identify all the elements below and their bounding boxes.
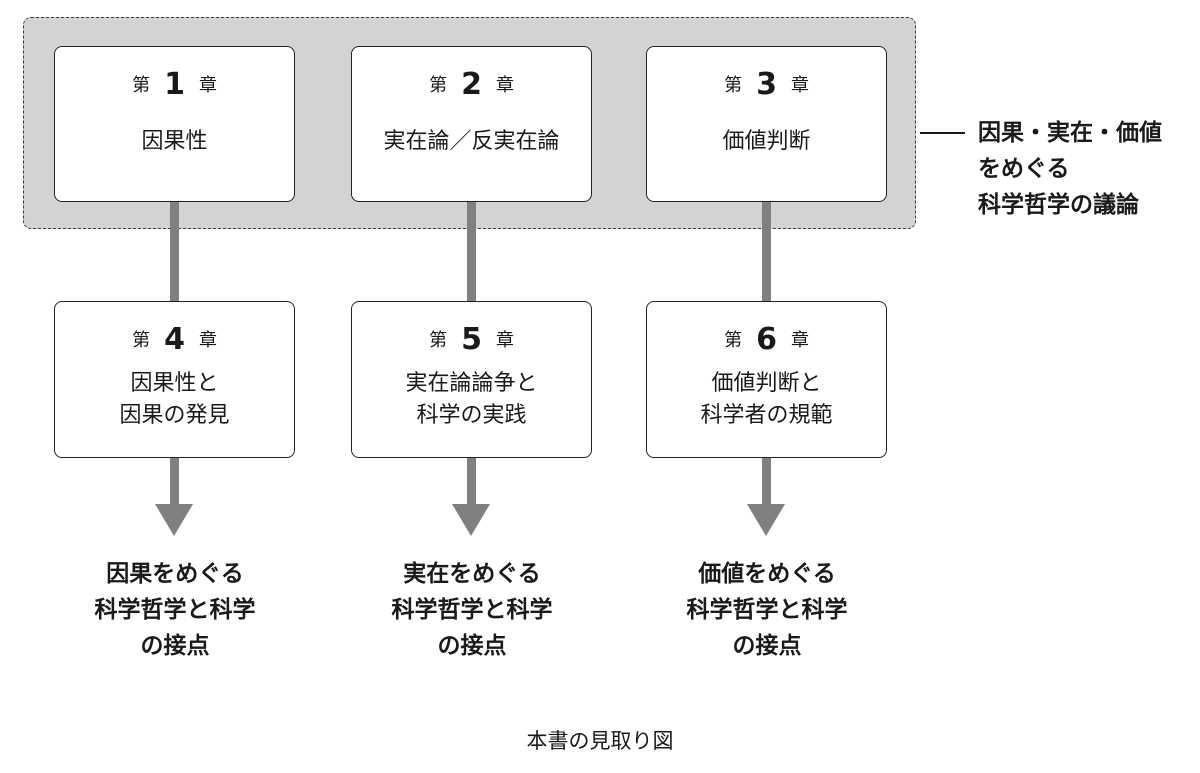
connector-ch1-ch4 [170, 202, 179, 301]
outcome-realism: 実在をめぐる 科学哲学と科学 の接点 [391, 561, 553, 659]
note-leader-line [920, 132, 965, 134]
chapter-6-number: 6 [756, 322, 777, 357]
arrow-shaft-ch4 [170, 458, 179, 506]
chapter-4-title: 因果性と 因果の発見 [119, 371, 230, 428]
outcome-values: 価値をめぐる 科学哲学と科学 の接点 [686, 561, 848, 659]
chapter-1-title: 因果性 [141, 129, 208, 154]
outcome-causation: 因果をめぐる 科学哲学と科学 の接点 [94, 561, 256, 659]
connector-ch3-ch6 [762, 202, 771, 301]
arrow-down-icon [747, 504, 785, 536]
arrow-shaft-ch6 [762, 458, 771, 506]
arrow-down-icon [452, 504, 490, 536]
figure-caption: 本書の見取り図 [526, 729, 674, 753]
chapter-3-number: 3 [756, 67, 777, 102]
chapter-2-number: 2 [461, 67, 482, 102]
chapter-2-title: 実在論／反実在論 [383, 129, 560, 154]
chapter-1-number: 1 [164, 67, 185, 102]
chapter-6-title: 価値判断と 科学者の規範 [700, 371, 833, 428]
chapter-5-number: 5 [461, 322, 482, 357]
chapter-5-title: 実在論論争と 科学の実践 [405, 371, 538, 428]
arrow-shaft-ch5 [467, 458, 476, 506]
group-note: 因果・実在・価値 をめぐる 科学哲学の議論 [978, 120, 1162, 218]
chapter-3-title: 価値判断 [722, 129, 811, 154]
connector-ch2-ch5 [467, 202, 476, 301]
chapter-4-number: 4 [164, 322, 185, 357]
arrow-down-icon [155, 504, 193, 536]
